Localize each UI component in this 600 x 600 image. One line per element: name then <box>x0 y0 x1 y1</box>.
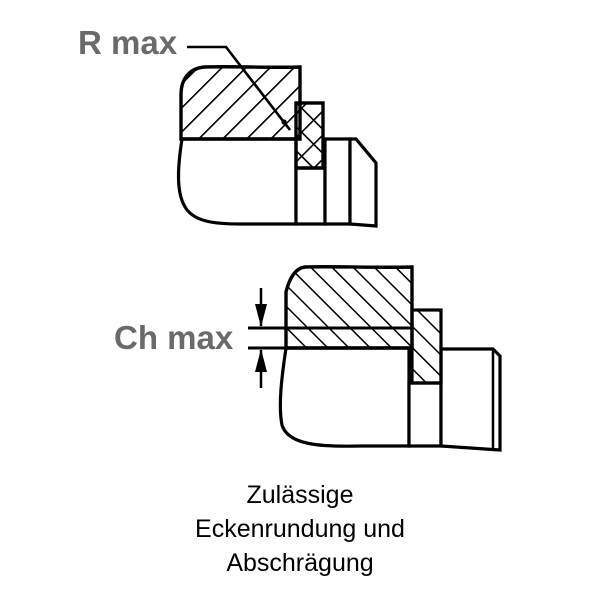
shaft-step-1 <box>294 166 327 226</box>
corner-radius-view <box>176 45 378 228</box>
caption-line-3: Abschrägung <box>226 549 374 577</box>
shaft-step-2 <box>323 137 352 226</box>
shaft-end-2 <box>439 347 502 452</box>
r-max-leader <box>187 45 292 131</box>
shaft-end-chamfer <box>348 137 378 228</box>
bearing-ring <box>179 65 302 141</box>
caption-line-2: Eckenrundung und <box>195 515 405 543</box>
ch-max-label: Ch max <box>114 319 234 356</box>
shaft-step-3 <box>407 381 443 448</box>
caption-line-1: Zulässige <box>246 481 354 509</box>
r-max-label: R max <box>78 24 178 61</box>
spacer-ring-2 <box>410 308 443 385</box>
bearing-ring-2 <box>284 265 414 350</box>
arrow-down-icon <box>255 304 267 327</box>
shaft-body-2 <box>278 346 411 448</box>
caption: Zulässige Eckenrundung und Abschrägung <box>0 478 600 580</box>
shaft-body <box>176 137 298 226</box>
chamfer-view <box>248 265 502 452</box>
arrow-up-icon <box>255 349 267 372</box>
